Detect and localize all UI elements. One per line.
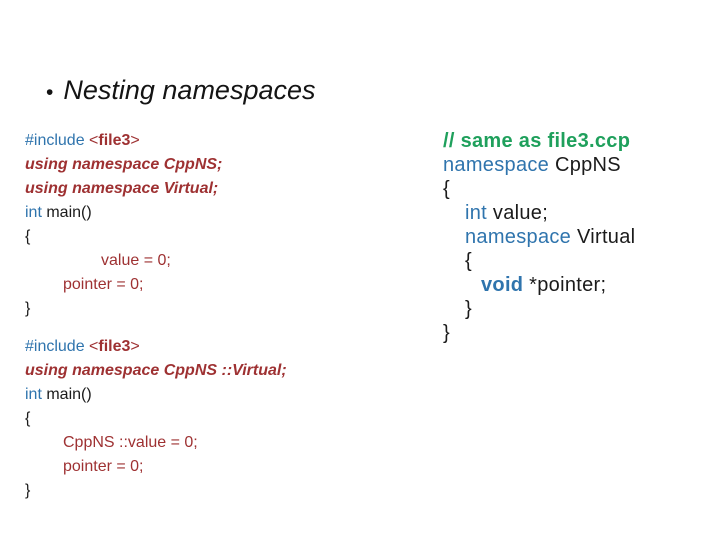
code-line-statement: CppNS ::value = 0; bbox=[63, 434, 198, 451]
bullet-marker: • bbox=[46, 81, 54, 104]
token-type-keyword: int bbox=[25, 386, 47, 403]
code-line: #include <file3> bbox=[25, 335, 287, 359]
token-angle-bracket: > bbox=[130, 132, 140, 149]
token-namespace-keyword: namespace bbox=[465, 226, 577, 248]
token-angle-bracket: < bbox=[89, 132, 99, 149]
code-line: int main() bbox=[25, 383, 287, 407]
code-column-left: #include <file3> using namespace CppNS; … bbox=[25, 129, 287, 503]
code-line-open-brace: { bbox=[443, 178, 450, 200]
token-variable-name: value; bbox=[492, 202, 549, 224]
token-angle-bracket: > bbox=[130, 338, 140, 355]
slide-title-text: Nesting namespaces bbox=[63, 75, 316, 105]
token-preprocessor-keyword: #include bbox=[25, 132, 90, 149]
code-line-statement: value = 0; bbox=[101, 252, 171, 269]
code-line-close-brace: } bbox=[25, 300, 31, 317]
token-namespace-name: CppNS bbox=[554, 154, 621, 176]
code-column-right: // same as file3.ccp namespace CppNS { i… bbox=[443, 129, 635, 345]
code-line-open-brace: { bbox=[25, 410, 31, 427]
code-line-close-brace: } bbox=[465, 298, 472, 320]
code-block-2: #include <file3> using namespace CppNS :… bbox=[25, 335, 287, 503]
token-type-keyword: void bbox=[481, 274, 530, 296]
code-line-close-brace: } bbox=[25, 482, 31, 499]
token-angle-bracket: < bbox=[89, 338, 99, 355]
slide-title: • Nesting namespaces bbox=[46, 74, 316, 109]
code-line-statement: pointer = 0; bbox=[63, 458, 144, 475]
code-line: namespace Virtual bbox=[443, 225, 635, 249]
code-line-open-brace: { bbox=[465, 250, 472, 272]
token-namespace-name: Virtual bbox=[576, 226, 636, 248]
code-line-statement: pointer = 0; bbox=[63, 276, 144, 293]
token-pointer-variable: *pointer; bbox=[529, 274, 607, 296]
code-line: namespace CppNS bbox=[443, 153, 635, 177]
token-header-name: file3 bbox=[98, 338, 131, 355]
token-preprocessor-keyword: #include bbox=[25, 338, 90, 355]
code-line: void *pointer; bbox=[443, 273, 635, 297]
token-header-name: file3 bbox=[98, 132, 131, 149]
token-function-name: main() bbox=[46, 386, 92, 403]
code-line-open-brace: { bbox=[25, 228, 31, 245]
code-line-using-directive: using namespace CppNS ::Virtual; bbox=[25, 362, 287, 379]
token-namespace-keyword: namespace bbox=[443, 154, 555, 176]
token-type-keyword: int bbox=[465, 202, 493, 224]
code-block-1: #include <file3> using namespace CppNS; … bbox=[25, 129, 287, 321]
token-function-name: main() bbox=[46, 204, 92, 221]
code-line: int main() bbox=[25, 201, 287, 225]
code-line-close-brace: } bbox=[443, 322, 450, 344]
code-block-3: // same as file3.ccp namespace CppNS { i… bbox=[443, 129, 635, 345]
code-line-comment: // same as file3.ccp bbox=[443, 130, 631, 152]
token-type-keyword: int bbox=[25, 204, 47, 221]
code-line-using-directive: using namespace CppNS; bbox=[25, 156, 223, 173]
code-line: #include <file3> bbox=[25, 129, 287, 153]
code-line-using-directive: using namespace Virtual; bbox=[25, 180, 219, 197]
code-line: int value; bbox=[443, 201, 635, 225]
